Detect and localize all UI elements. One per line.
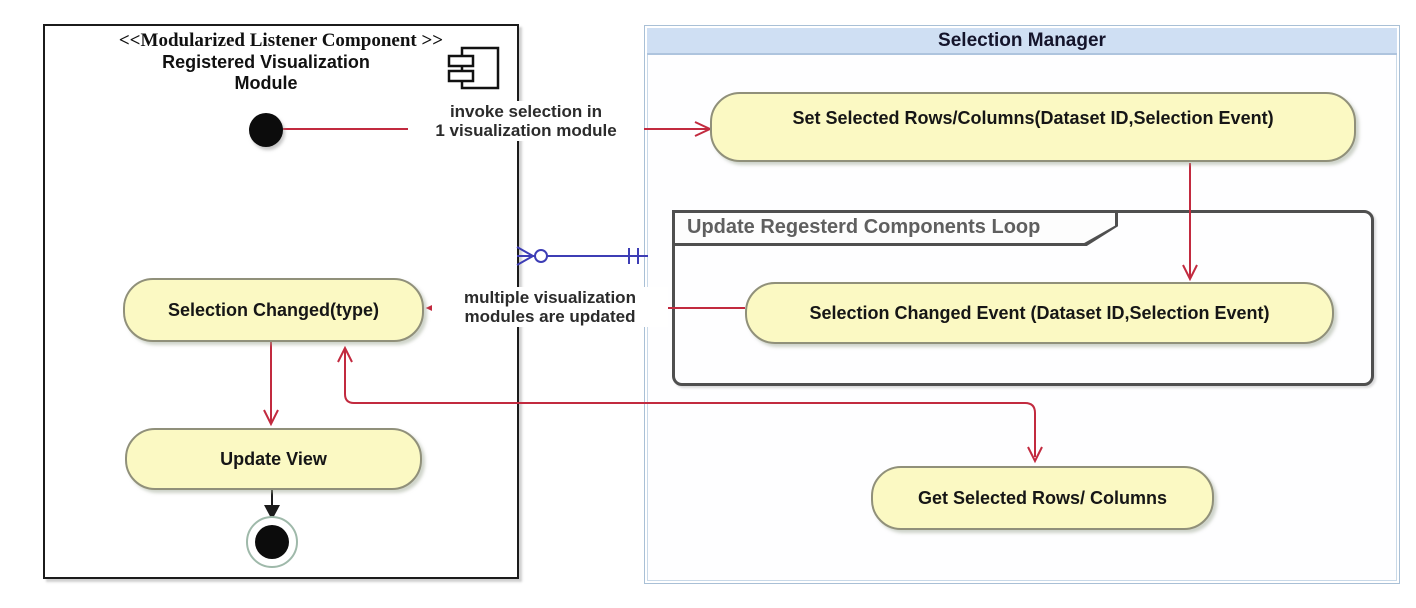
node-selection-changed[interactable]: Selection Changed(type) xyxy=(123,278,424,342)
loop-frame-tab xyxy=(672,210,1118,246)
component-icon xyxy=(446,44,502,97)
assembly-connector-icon xyxy=(516,246,648,266)
node-update-view[interactable]: Update View xyxy=(125,428,422,490)
final-node[interactable] xyxy=(246,516,298,568)
node-selection-changed-event[interactable]: Selection Changed Event (Dataset ID,Sele… xyxy=(745,282,1334,344)
partition-title: Registered Visualization Module xyxy=(162,52,370,93)
node-set-selected-rows-columns[interactable]: Set Selected Rows/Columns(Dataset ID,Sel… xyxy=(710,92,1356,162)
loop-frame-label: Update Regesterd Components Loop xyxy=(687,216,1041,238)
selection-manager-title: Selection Manager xyxy=(938,29,1106,51)
partition-stereotype: <<Modularized Listener Component >> xyxy=(118,30,444,51)
edge-label-modules-updated: multiple visualization modules are updat… xyxy=(432,287,668,327)
selection-manager-header: Selection Manager xyxy=(647,28,1397,55)
initial-node[interactable] xyxy=(249,113,283,147)
edge-label-invoke-selection: invoke selection in 1 visualization modu… xyxy=(408,101,644,141)
node-get-selected-rows-columns[interactable]: Get Selected Rows/ Columns xyxy=(871,466,1214,530)
